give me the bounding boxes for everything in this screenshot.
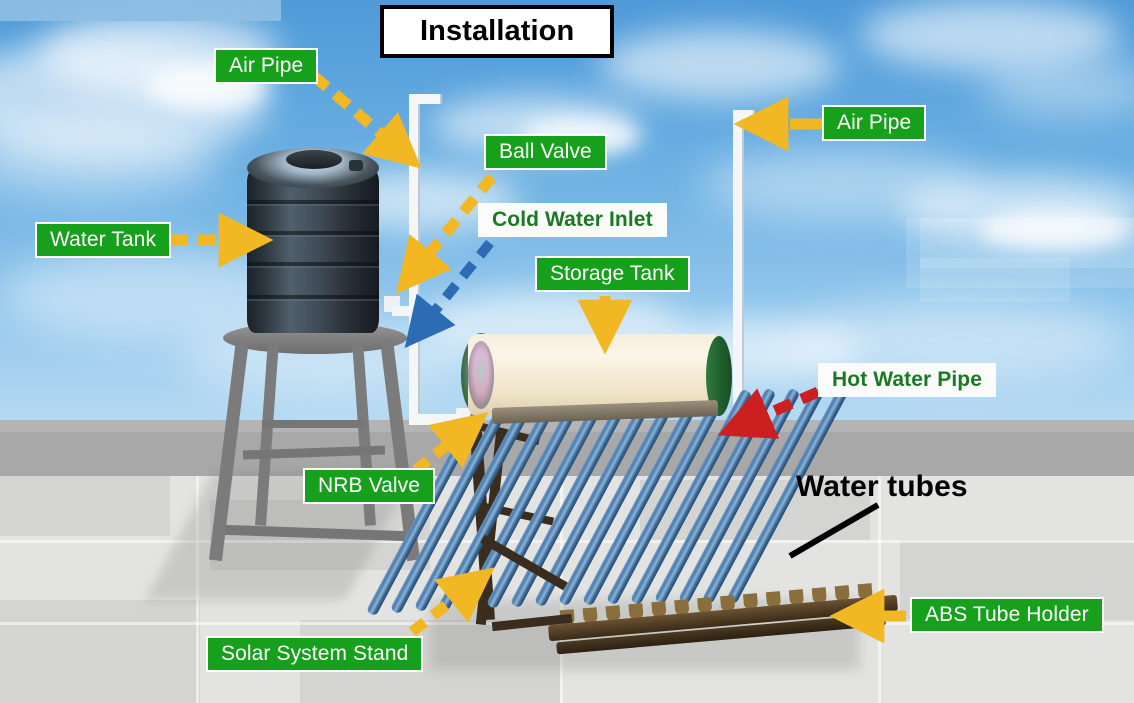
storage-tank-left-cap-inner	[468, 341, 494, 409]
cloud	[0, 120, 220, 200]
label-air-pipe-left[interactable]: Air Pipe	[214, 48, 319, 84]
label-ball-valve[interactable]: Ball Valve	[484, 134, 607, 170]
air-pipe-right-top-bend	[733, 110, 755, 119]
label-water-tank[interactable]: Water Tank	[35, 222, 172, 258]
water-tank-rib	[247, 200, 379, 204]
water-tank-rib	[247, 262, 379, 266]
label-water-tubes: Water tubes	[796, 470, 968, 503]
air-pipe-left-vertical	[409, 94, 420, 424]
water-tank-rib	[247, 231, 379, 235]
label-storage-tank[interactable]: Storage Tank	[535, 256, 690, 292]
sky-overlay-rect	[920, 218, 1134, 268]
water-tank-body	[247, 168, 379, 333]
cloud	[860, 0, 1120, 70]
cloud	[600, 30, 840, 100]
cloud	[980, 60, 1134, 116]
stand-rung	[262, 420, 366, 428]
sky-overlay-rect	[906, 218, 1134, 288]
floor-tile	[0, 476, 170, 536]
sky-overlay-rect	[920, 258, 1070, 302]
label-nrb-valve[interactable]: NRB Valve	[303, 468, 436, 504]
label-cold-water-inlet[interactable]: Cold Water Inlet	[478, 203, 667, 237]
water-tank-outlet-nub	[349, 160, 363, 171]
floor-tile	[0, 600, 200, 703]
label-air-pipe-right[interactable]: Air Pipe	[822, 105, 927, 141]
water-tank-lid	[286, 150, 342, 169]
page-title: Installation	[380, 5, 615, 58]
label-hot-water-pipe[interactable]: Hot Water Pipe	[818, 363, 996, 397]
floor-grout-line	[196, 476, 199, 703]
label-abs-tube-holder[interactable]: ABS Tube Holder	[910, 597, 1104, 633]
water-tank-rib	[247, 295, 379, 299]
air-pipe-left-top-bend	[409, 94, 442, 104]
top-left-overlay-rect	[0, 0, 281, 21]
air-pipe-right-vertical	[733, 110, 744, 420]
pipe-fitting	[392, 306, 414, 316]
label-solar-system-stand[interactable]: Solar System Stand	[206, 636, 424, 672]
cloud	[980, 210, 1130, 250]
